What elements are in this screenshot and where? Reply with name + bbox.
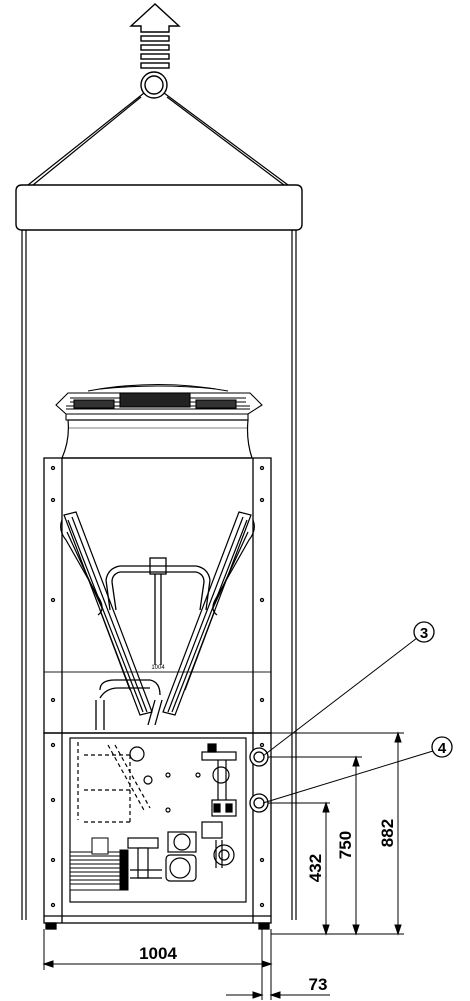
unit-base — [43, 732, 272, 930]
refrigerant-piping — [95, 557, 211, 730]
dimension-882: 882 — [378, 819, 397, 847]
lifting-slings — [27, 92, 289, 186]
dimension-432: 432 — [306, 854, 325, 882]
v-coil-right — [162, 511, 255, 716]
spreader-bar — [15, 184, 303, 231]
height-dimension-lines — [268, 731, 404, 936]
lift-arrow-icon — [129, 3, 181, 69]
unit-casing-upper — [43, 457, 272, 734]
width-dimension-lines — [42, 929, 330, 1000]
callout-4-leader — [262, 750, 434, 804]
valve-assembly — [201, 743, 237, 868]
lifting-ring — [140, 71, 168, 99]
callout-4-circle — [431, 736, 453, 758]
expansion-vessel — [69, 837, 129, 891]
inner-width-label: 1004 — [151, 665, 165, 671]
fan-shroud — [61, 419, 253, 459]
dimension-750: 750 — [336, 831, 355, 859]
dimension-73: 73 — [309, 975, 328, 994]
callout-3-circle — [413, 621, 435, 643]
pump-assembly — [127, 831, 235, 882]
dimension-1004: 1004 — [139, 944, 177, 963]
callout-4-label: 4 — [438, 740, 447, 757]
water-connection-inlet — [249, 793, 269, 813]
v-coil-left — [60, 511, 153, 716]
water-connection-outlet — [249, 747, 269, 767]
fan-guard — [55, 383, 263, 421]
vertical-slings — [21, 230, 297, 920]
callout-3-leader — [262, 637, 418, 757]
callout-3-label: 3 — [420, 625, 428, 642]
hydraulic-module — [69, 737, 247, 903]
